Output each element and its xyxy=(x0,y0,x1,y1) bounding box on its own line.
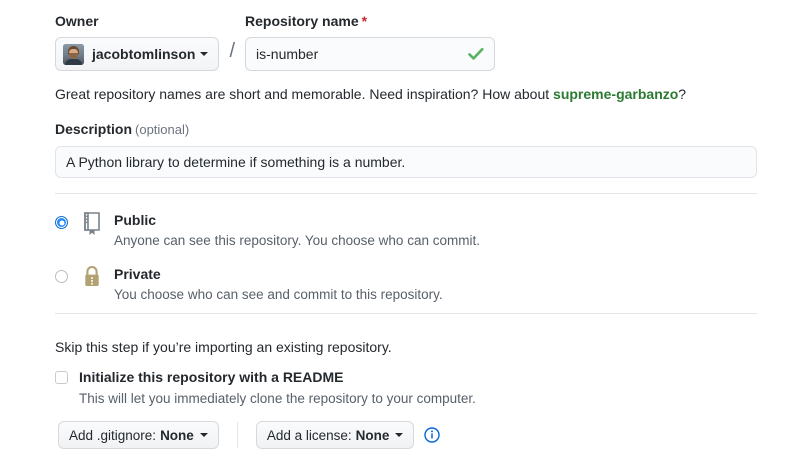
owner-select-button[interactable]: jacobtomlinson xyxy=(55,37,220,71)
caret-down-icon xyxy=(199,433,208,437)
caret-down-icon xyxy=(395,433,404,437)
divider-top xyxy=(55,193,757,194)
add-license-button[interactable]: Add a license: None xyxy=(255,421,415,449)
template-buttons-row: Add .gitignore: None Add a license: None xyxy=(58,421,441,449)
add-gitignore-value: None xyxy=(160,427,194,443)
add-license-lead: Add a license: xyxy=(266,427,352,443)
description-label-text: Description xyxy=(55,121,133,137)
repository-name-input-wrap xyxy=(245,37,496,71)
info-circle-icon[interactable] xyxy=(424,427,441,443)
owner-field: Owner jacobtomlinson xyxy=(55,12,220,71)
name-suggestion-hint: Great repository names are short and mem… xyxy=(55,84,686,104)
visibility-public-subtitle: Anyone can see this repository. You choo… xyxy=(114,233,480,248)
repository-name-input[interactable] xyxy=(245,37,496,71)
visibility-private-title: Private xyxy=(114,266,161,282)
add-gitignore-lead: Add .gitignore: xyxy=(69,427,157,443)
description-input[interactable] xyxy=(55,146,757,178)
divider-bottom xyxy=(55,313,757,314)
description-label: Description(optional) xyxy=(55,120,189,139)
visibility-option-private[interactable]: Private You choose who can see and commi… xyxy=(55,265,443,304)
checkbox-initialize-readme[interactable] xyxy=(55,371,68,384)
repository-name-label-text: Repository name xyxy=(245,13,359,29)
skip-import-text: Skip this step if you’re importing an ex… xyxy=(55,339,392,355)
caret-down-icon xyxy=(200,52,209,56)
lock-icon xyxy=(81,265,103,291)
initialize-readme-row[interactable]: Initialize this repository with a README xyxy=(55,368,343,387)
radio-public[interactable] xyxy=(55,216,68,229)
button-separator xyxy=(236,422,238,448)
radio-private[interactable] xyxy=(55,270,68,283)
initialize-readme-sublabel: This will let you immediately clone the … xyxy=(79,391,476,406)
initialize-readme-label: Initialize this repository with a README xyxy=(79,369,344,385)
owner-name-label: jacobtomlinson xyxy=(92,46,196,62)
add-gitignore-button[interactable]: Add .gitignore: None xyxy=(58,421,219,449)
description-optional-note: (optional) xyxy=(135,122,190,137)
user-avatar-photo xyxy=(63,43,84,65)
visibility-public-text: Public Anyone can see this repository. Y… xyxy=(114,211,480,250)
hint-text-before: Great repository names are short and mem… xyxy=(55,86,554,102)
owner-and-name-row: Owner jacobtomlinson / Repository name* xyxy=(55,12,496,71)
visibility-private-subtitle: You choose who can see and commit to thi… xyxy=(114,287,443,302)
suggested-name-link[interactable]: supreme-garbanzo xyxy=(553,86,679,102)
visibility-public-title: Public xyxy=(114,212,157,228)
hint-text-after: ? xyxy=(678,86,687,102)
repository-name-label: Repository name* xyxy=(245,12,495,30)
owner-label: Owner xyxy=(55,13,99,29)
visibility-option-public[interactable]: Public Anyone can see this repository. Y… xyxy=(55,211,480,250)
add-license-value: None xyxy=(355,427,390,443)
repo-book-icon xyxy=(81,211,103,237)
visibility-private-text: Private You choose who can see and commi… xyxy=(114,265,443,304)
required-asterisk: * xyxy=(361,13,368,29)
repository-name-field: Repository name* xyxy=(245,12,496,71)
path-separator: / xyxy=(229,40,236,62)
check-icon xyxy=(467,45,485,63)
